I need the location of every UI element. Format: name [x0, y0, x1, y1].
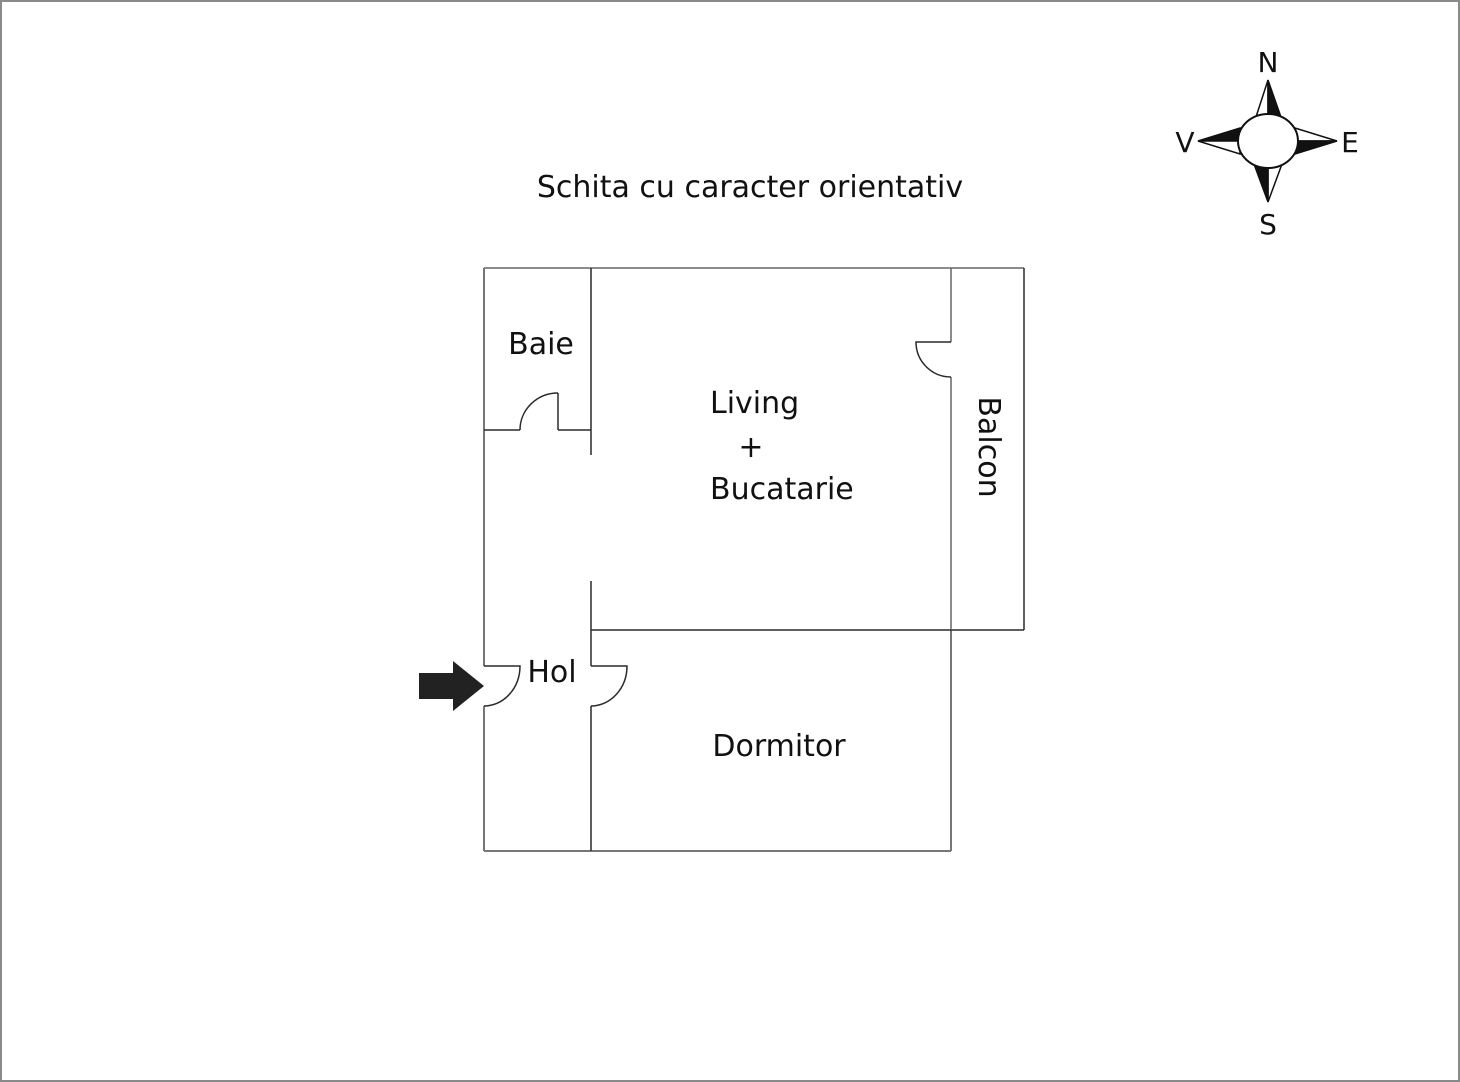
door-balcon-icon [915, 341, 952, 378]
room-label-plus: + [738, 430, 763, 465]
door-entrance-icon [483, 665, 521, 707]
walls [483, 267, 1025, 852]
doors [483, 341, 952, 707]
door-baie-icon [519, 392, 559, 431]
room-label-living: Living [710, 386, 799, 421]
room-label-bucatarie: Bucatarie [710, 472, 854, 507]
room-label-hol: Hol [527, 655, 576, 690]
compass-east-label: E [1341, 126, 1359, 159]
compass-west-label: V [1175, 126, 1194, 159]
door-dormitor-icon [590, 665, 628, 707]
plan-title: Schita cu caracter orientativ [537, 170, 963, 205]
entrance-arrow-icon [419, 661, 484, 711]
room-label-dormitor: Dormitor [712, 729, 846, 764]
compass-icon: N E S V [1175, 46, 1358, 241]
room-label-baie: Baie [508, 327, 574, 362]
compass-south-label: S [1259, 208, 1277, 241]
compass-north-label: N [1258, 46, 1279, 79]
room-label-balcon: Balcon [971, 396, 1006, 497]
